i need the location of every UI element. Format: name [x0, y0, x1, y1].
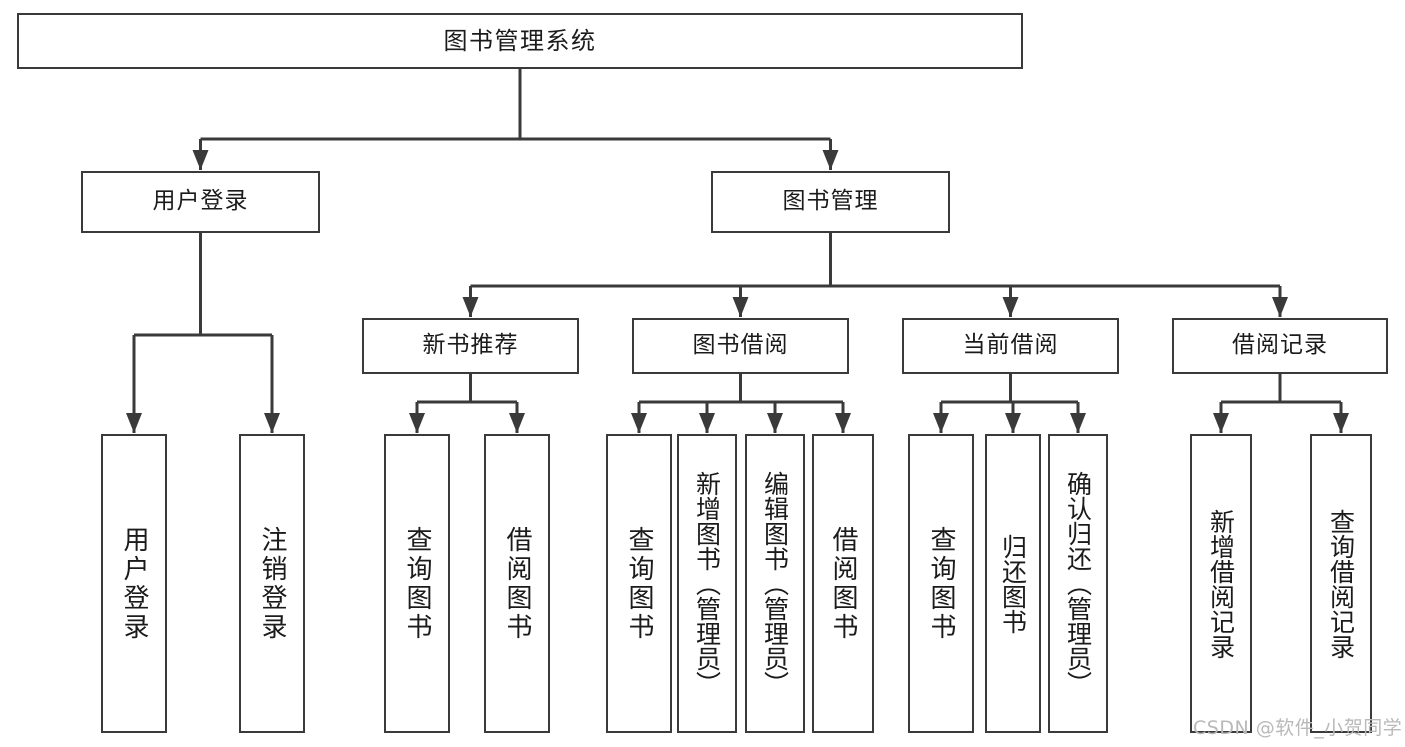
node-label: 查询图书	[402, 525, 432, 642]
node-leaf-borrow-book-2[interactable]: 借阅图书	[812, 434, 874, 733]
node-leaf-query-record[interactable]: 查询借阅记录	[1310, 434, 1372, 733]
node-new-book[interactable]: 新书推荐	[362, 318, 579, 374]
node-leaf-logout[interactable]: 注销登录	[239, 434, 305, 733]
node-label: 注销登录	[257, 525, 287, 642]
node-borrow-record[interactable]: 借阅记录	[1172, 318, 1388, 374]
node-label: 查询图书	[926, 525, 956, 642]
node-label: 图书管理系统	[443, 26, 597, 55]
node-leaf-query-book-2[interactable]: 查询图书	[606, 434, 672, 733]
node-leaf-add-book[interactable]: 新增图书（管理员）	[677, 434, 737, 733]
node-leaf-user-login[interactable]: 用户登录	[101, 434, 167, 733]
watermark: CSDN @软件_小贺同学	[1193, 717, 1403, 739]
node-label: 查询图书	[624, 525, 654, 642]
node-root[interactable]: 图书管理系统	[17, 13, 1023, 69]
node-leaf-return-book[interactable]: 归还图书	[985, 434, 1041, 733]
node-label: 借阅记录	[1232, 332, 1328, 359]
node-label: 编辑图书（管理员）	[760, 471, 790, 696]
node-leaf-confirm-return[interactable]: 确认归还（管理员）	[1048, 434, 1108, 733]
node-label: 新书推荐	[422, 332, 519, 359]
node-label: 用户登录	[119, 525, 149, 642]
node-book-manage[interactable]: 图书管理	[711, 171, 950, 233]
node-label: 借阅图书	[828, 525, 858, 642]
node-borrow[interactable]: 图书借阅	[632, 318, 849, 374]
node-label: 归还图书	[998, 533, 1028, 634]
node-label: 查询借阅记录	[1326, 508, 1356, 659]
node-label: 确认归还（管理员）	[1063, 471, 1093, 696]
node-leaf-borrow-book-1[interactable]: 借阅图书	[484, 434, 550, 733]
node-leaf-query-book-3[interactable]: 查询图书	[908, 434, 974, 733]
node-current-borrow[interactable]: 当前借阅	[902, 318, 1119, 374]
node-label: 新增借阅记录	[1206, 508, 1236, 659]
node-label: 图书管理	[782, 188, 879, 215]
node-leaf-add-record[interactable]: 新增借阅记录	[1190, 434, 1252, 733]
node-login[interactable]: 用户登录	[81, 171, 320, 233]
node-label: 图书借阅	[692, 332, 789, 359]
node-label: 用户登录	[152, 188, 249, 215]
node-label: 新增图书（管理员）	[692, 471, 722, 696]
node-leaf-query-book-1[interactable]: 查询图书	[384, 434, 450, 733]
node-label: 当前借阅	[962, 332, 1059, 359]
node-leaf-edit-book[interactable]: 编辑图书（管理员）	[745, 434, 805, 733]
node-label: 借阅图书	[502, 525, 532, 642]
